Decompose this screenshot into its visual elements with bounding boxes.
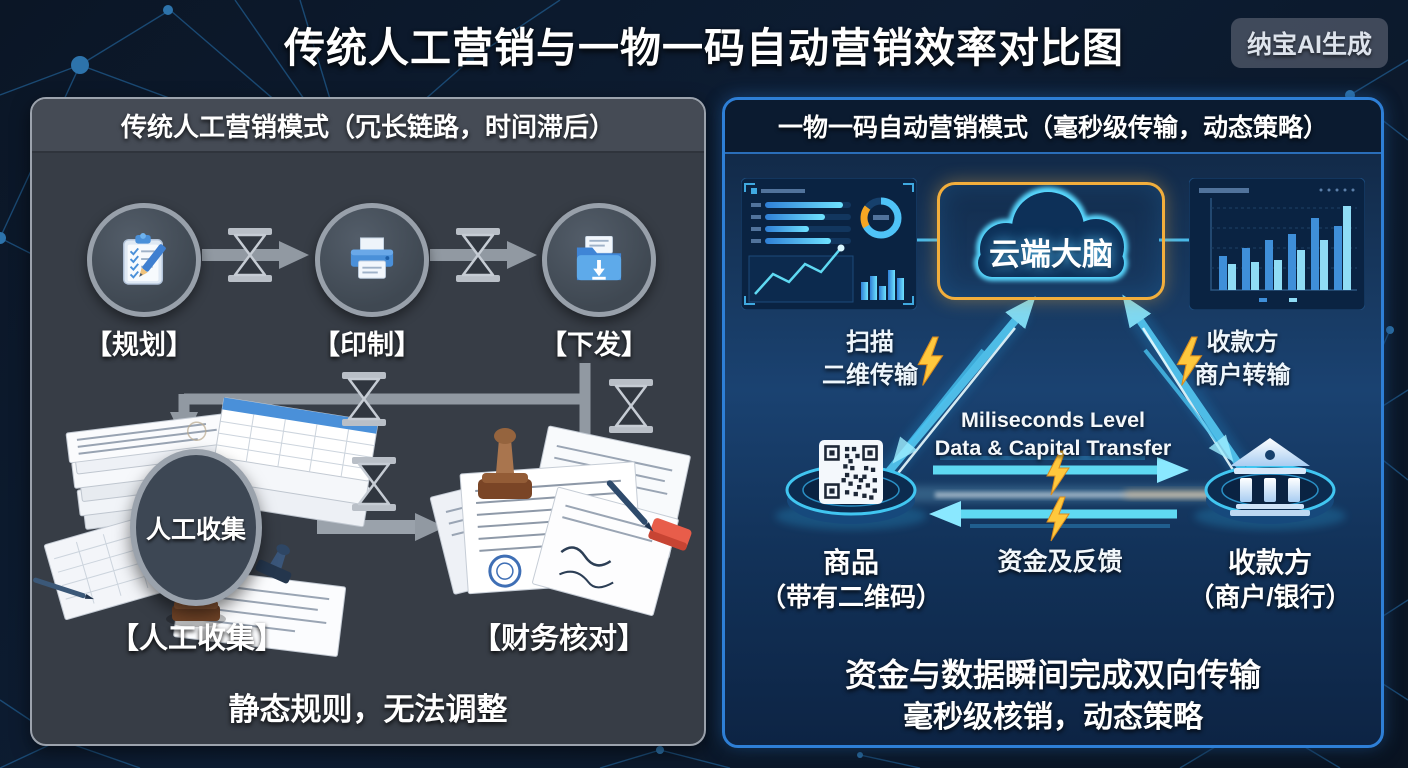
folder-download-icon [576, 236, 622, 281]
pen-icon [33, 577, 95, 600]
beam-payee-to-cloud [1122, 294, 1266, 499]
red-block [648, 518, 692, 551]
page-title: 传统人工营销与一物一码自动营销效率对比图 [284, 25, 1124, 71]
product-node-line2: （带有二维码） [759, 582, 942, 612]
clipboard-checklist-icon [123, 233, 166, 285]
printing-step-circle [315, 203, 429, 317]
printer-icon [350, 237, 394, 279]
payee-edge-line2: 商户转输 [1194, 362, 1291, 389]
beam-product-to-cloud [864, 296, 1036, 499]
manual-collection-caption: 【人工收集】 [109, 623, 284, 655]
milliseconds-caption-line1: Miliseconds Level [960, 408, 1145, 432]
planning-label: 【规划】 [85, 330, 193, 360]
distribution-step-circle [542, 203, 656, 317]
distribution-label: 【下发】 [540, 330, 648, 360]
ai-generated-badge: 纳宝AI生成 [1230, 18, 1388, 68]
left-panel-header: 传统人工营销模式（冗长链路，时间滞后） [32, 99, 704, 153]
right-panel-footer-line1: 资金与数据瞬间完成双向传输 [844, 657, 1261, 693]
planning-step-circle [87, 203, 201, 317]
manual-collection-circle-label: 人工收集 [145, 515, 246, 544]
cloud-icon [974, 187, 1128, 281]
cloud-brain-label: 云端大脑 [989, 237, 1113, 272]
milliseconds-caption: Miliseconds Level Data & Capital Transfe… [725, 406, 1381, 462]
analytics-dashboard-right [1188, 177, 1366, 311]
payee-edge-line1: 收款方 [1206, 329, 1279, 356]
right-panel-header: 一物一码自动营销模式（毫秒级传输，动态策略） [725, 100, 1381, 154]
payee-node-label: 收款方 （商户/银行） [1160, 546, 1380, 614]
lightning-bolt-icons [917, 336, 1203, 542]
scan-edge-line1: 扫描 [846, 329, 894, 356]
product-node-label: 商品 （带有二维码） [741, 546, 961, 614]
manual-collection-circle: 人工收集 [130, 449, 262, 606]
scan-edge-line2: 二维传输 [822, 362, 918, 389]
qr-code-icon [819, 440, 883, 509]
traditional-marketing-panel: 传统人工营销模式（冗长链路，时间滞后） [30, 97, 706, 746]
qr-auto-marketing-panel: 一物一码自动营销模式（毫秒级传输，动态策略） [722, 97, 1384, 748]
documents-pile-finance [429, 425, 692, 616]
right-panel-footer-line2: 毫秒级核销，动态策略 [903, 701, 1203, 734]
pen-icon [606, 480, 654, 532]
payee-transfer-edge-label: 收款方 商户转输 [1170, 326, 1315, 392]
product-node-line1: 商品 [822, 547, 879, 578]
stamp-icon [255, 544, 292, 584]
milliseconds-caption-line2: Data & Capital Transfer [934, 436, 1172, 460]
stamp-icon [478, 428, 532, 499]
finance-check-caption: 【财务核对】 [471, 623, 646, 655]
payee-node-line1: 收款方 [1227, 547, 1312, 578]
printing-label: 【印制】 [313, 330, 421, 360]
left-panel-footer: 静态规则，无法调整 [228, 692, 508, 727]
payee-node-line2: （商户/银行） [1188, 582, 1352, 612]
analytics-dashboard-left [740, 177, 918, 311]
funds-feedback-label: 资金及反馈 [997, 548, 1123, 576]
bank-icon [1228, 436, 1312, 521]
cloud-brain-container: 云端大脑 [937, 182, 1165, 300]
scan-qr-edge-label: 扫描 二维传输 [803, 326, 937, 392]
